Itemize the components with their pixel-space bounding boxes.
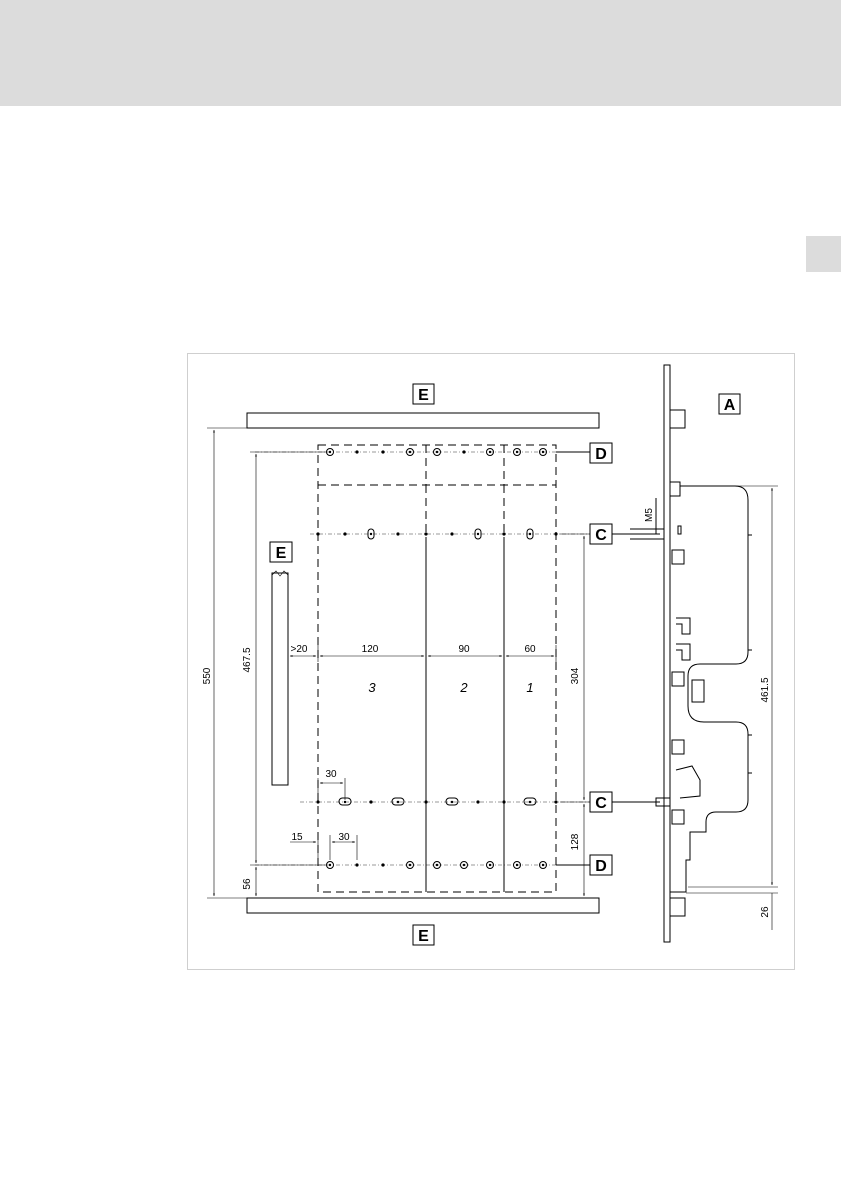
dim-thread: M5 [644,508,655,522]
dim-bay2-width: 90 [458,644,470,655]
bay-number-3: 3 [368,680,376,695]
dim-device-height: 461.5 [760,677,771,702]
dim-lower-rail: 128 [570,833,581,850]
dim-device-bottom: 26 [760,906,771,918]
tag-d-top: D [595,446,607,463]
dim-hole-offset-2: 30 [338,832,350,843]
tag-a: A [724,397,736,414]
tag-d-bottom: D [595,858,607,875]
hole-row-upper-rail [310,529,590,539]
bottom-cable-duct [247,898,599,913]
dim-bay1-width: 60 [524,644,536,655]
dim-clearance: >20 [291,644,308,655]
dim-hole-offset-1: 30 [325,769,337,780]
tag-e-top: E [418,387,429,404]
bay-number-1: 1 [526,680,533,695]
hole-row-lower-rail [300,798,590,805]
left-cable-duct [272,573,288,785]
tag-c-lower: C [595,795,607,812]
dim-edge-offset: 15 [291,832,303,843]
dim-total-height: 550 [202,667,213,684]
tag-c-upper: C [595,527,607,544]
dim-bay3-width: 120 [362,644,379,655]
tag-e-left: E [276,545,287,562]
top-cable-duct [247,413,599,428]
bay-number-2: 2 [459,680,468,695]
dim-rail-spacing: 304 [570,667,581,684]
dim-bottom-offset: 56 [242,878,253,890]
tag-e-bottom: E [418,928,429,945]
dim-inner-height: 467.5 [242,647,253,672]
mounting-area [318,445,556,892]
side-view-device [630,365,778,942]
